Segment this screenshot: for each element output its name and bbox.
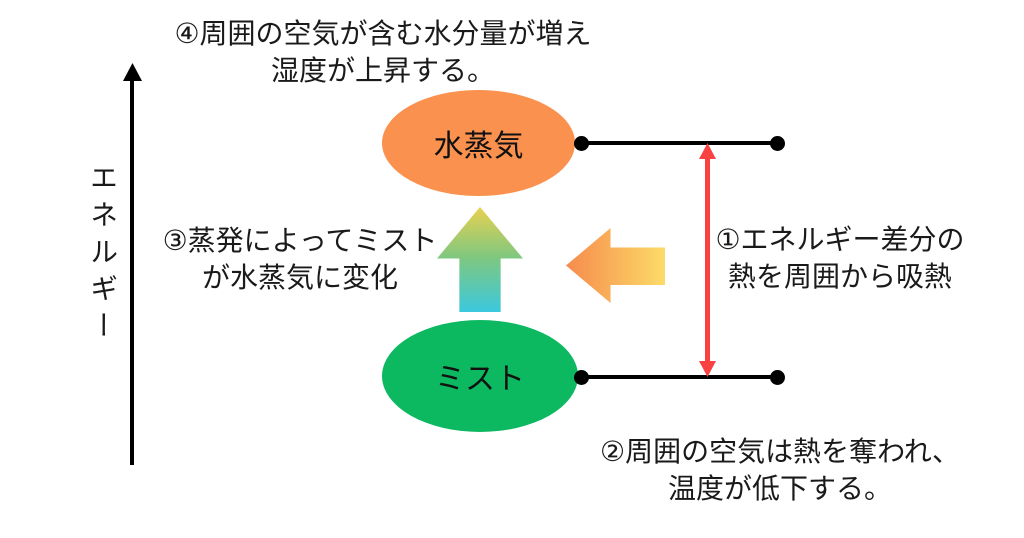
vapor-level-line bbox=[581, 141, 778, 145]
annotation-cooling-line1: ②周囲の空気は熱を奪われ、 bbox=[600, 435, 960, 468]
annotation-evaporation: ③蒸発によってミスト が水蒸気に変化 bbox=[140, 222, 460, 296]
annotation-energy-diff: ①エネルギー差分の 熱を周囲から吸熱 bbox=[710, 221, 970, 295]
annotation-evaporation-line2: が水蒸気に変化 bbox=[201, 261, 398, 294]
annotation-energy-diff-line1: ①エネルギー差分の bbox=[715, 223, 965, 256]
mist-level-line bbox=[581, 375, 778, 379]
mist-level-dot-right bbox=[770, 370, 785, 385]
energy-diff-arrow bbox=[705, 156, 710, 364]
mist-label: ミスト bbox=[435, 362, 525, 397]
energy-axis bbox=[130, 78, 134, 465]
vapor-label: 水蒸気 bbox=[433, 129, 524, 164]
annotation-humidity-line2: 湿度が上昇する。 bbox=[270, 54, 495, 87]
heat-flow-left-arrow-icon bbox=[566, 228, 665, 303]
mist-ellipse: ミスト bbox=[382, 320, 578, 432]
annotation-energy-diff-line2: 熱を周囲から吸熱 bbox=[727, 260, 952, 293]
annotation-cooling: ②周囲の空気は熱を奪われ、 温度が低下する。 bbox=[590, 433, 970, 507]
annotation-humidity: ④周囲の空気が含む水分量が増え 湿度が上昇する。 bbox=[150, 15, 616, 89]
mist-level-dot-left bbox=[574, 370, 589, 385]
energy-axis-label: エネルギー bbox=[86, 163, 119, 348]
annotation-humidity-line1: ④周囲の空気が含む水分量が増え bbox=[174, 17, 592, 50]
annotation-cooling-line2: 温度が低下する。 bbox=[667, 472, 892, 505]
vapor-level-dot-left bbox=[574, 136, 589, 151]
vapor-level-dot-right bbox=[770, 136, 785, 151]
vapor-ellipse: 水蒸気 bbox=[382, 90, 575, 196]
annotation-evaporation-line1: ③蒸発によってミスト bbox=[162, 224, 438, 257]
